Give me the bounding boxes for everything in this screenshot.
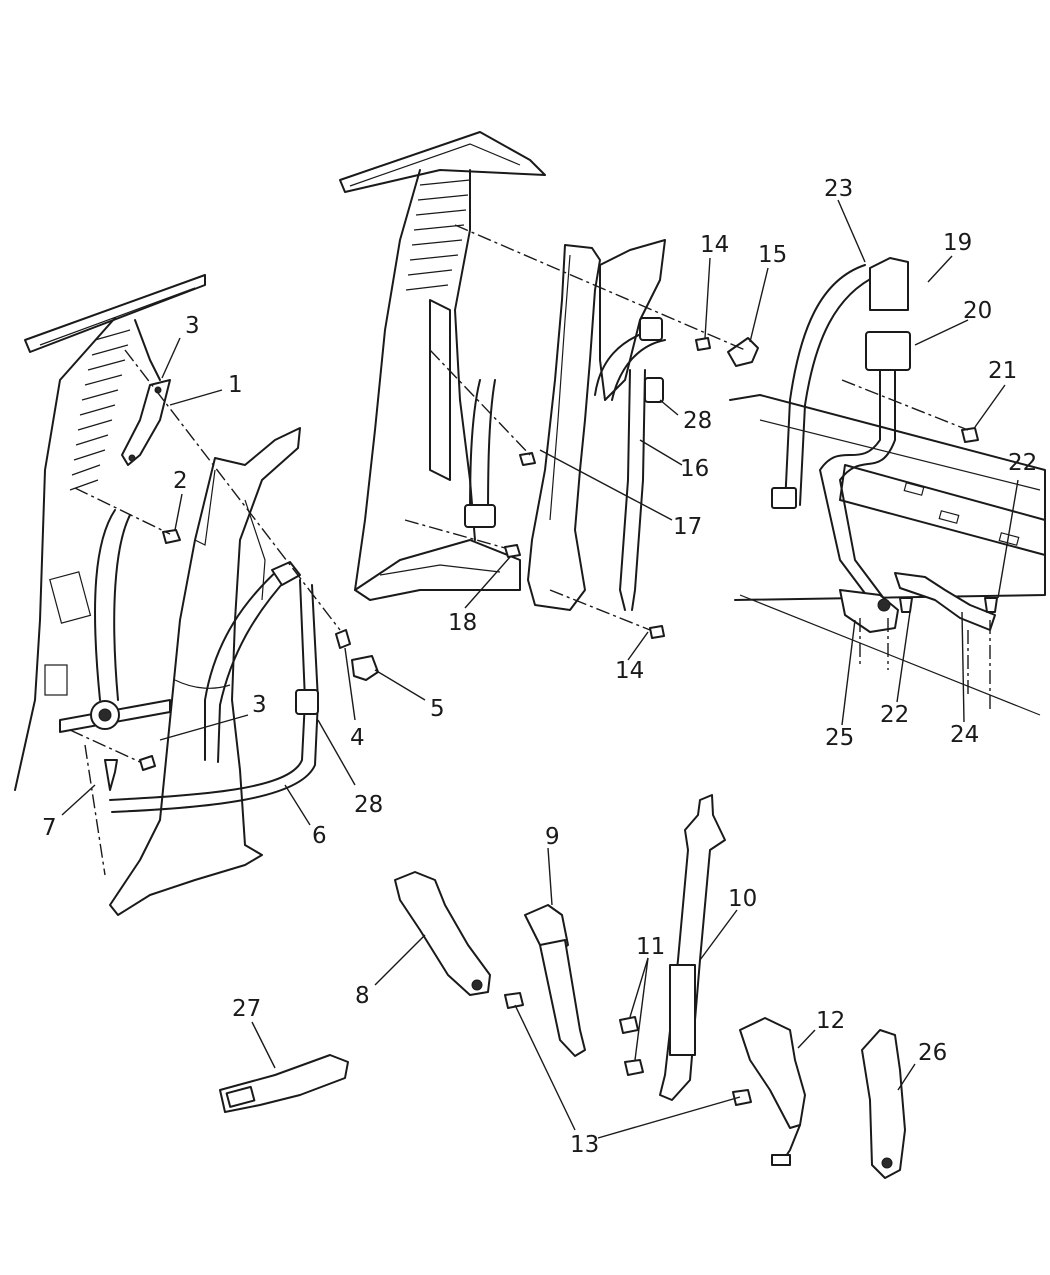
- part-strap-end: [861, 1029, 906, 1179]
- callout-18: 18: [448, 610, 477, 636]
- callout-21: 21: [988, 358, 1017, 384]
- part-buckle-cover: [394, 871, 491, 996]
- callout-27: 27: [232, 996, 261, 1022]
- part-belt-strap: [659, 794, 726, 1101]
- callout-28-left: 28: [354, 792, 383, 818]
- callout-5: 5: [430, 696, 445, 722]
- left-pillar-assembly: [14, 274, 379, 916]
- callout-7: 7: [42, 815, 57, 841]
- callout-26: 26: [918, 1040, 947, 1066]
- part-buckle-with-wire: [739, 1017, 806, 1166]
- callout-8: 8: [355, 983, 370, 1009]
- part-seat-belt-buckle: [524, 904, 586, 1057]
- callout-10: 10: [728, 886, 757, 912]
- callout-14-upper: 14: [700, 232, 729, 258]
- callout-1: 1: [228, 372, 243, 398]
- callout-12: 12: [816, 1008, 845, 1034]
- callout-11: 11: [636, 934, 665, 960]
- callout-15: 15: [758, 242, 787, 268]
- callout-25: 25: [825, 725, 854, 751]
- callout-3-upper: 3: [185, 313, 200, 339]
- center-pillar-assembly: [339, 131, 759, 639]
- rear-seat-belt-assembly: [729, 257, 1046, 716]
- callout-24: 24: [950, 722, 979, 748]
- callout-22-lower: 22: [880, 702, 909, 728]
- callout-16: 16: [680, 456, 709, 482]
- callout-22-upper: 22: [1008, 450, 1037, 476]
- callout-9: 9: [545, 824, 560, 850]
- callout-17: 17: [673, 514, 702, 540]
- callout-14-lower: 14: [615, 658, 644, 684]
- callout-20: 20: [963, 298, 992, 324]
- part-buckle-latch: [219, 1054, 349, 1113]
- callout-23: 23: [824, 176, 853, 202]
- part-bolts-11: [619, 1016, 644, 1076]
- callout-13: 13: [570, 1132, 599, 1158]
- callout-28-center: 28: [683, 408, 712, 434]
- callout-4: 4: [350, 725, 365, 751]
- callout-6: 6: [312, 823, 327, 849]
- leader-lines: [61, 199, 1019, 1139]
- callout-labels: 1 2 3 3 4 5 6 7 8 9 10 11 12 13 14 14 15…: [42, 176, 1037, 1158]
- part-bolts-13: [504, 992, 752, 1106]
- callout-19: 19: [943, 230, 972, 256]
- callout-3-lower: 3: [252, 692, 267, 718]
- callout-2: 2: [173, 468, 188, 494]
